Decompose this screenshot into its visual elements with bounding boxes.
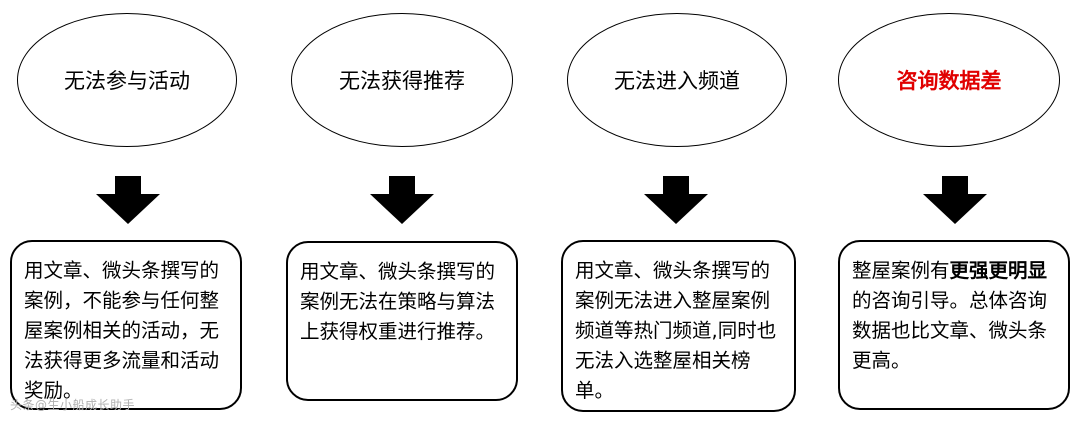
down-arrow-icon	[370, 176, 434, 224]
ellipse-1-label: 无法参与活动	[64, 69, 190, 93]
ellipse-2-label: 无法获得推荐	[339, 69, 465, 93]
down-arrow-icon	[644, 176, 708, 224]
ellipse-3: 无法进入频道	[567, 13, 787, 147]
watermark: 头条@生小船成长助手	[10, 398, 136, 412]
down-arrow-icon	[923, 176, 987, 224]
ellipse-3-label: 无法进入频道	[614, 69, 740, 93]
text-box-2: 用文章、微头条撰写的案例无法在策略与算法上获得权重进行推荐。	[286, 241, 518, 401]
box-4-text-part2: 的咨询引导。总体咨询数据也比文章、微头条更高。	[852, 289, 1048, 372]
box-2-text: 用文章、微头条撰写的案例无法在策略与算法上获得权重进行推荐。	[300, 260, 496, 343]
box-4-text-bold: 更强更明显	[949, 259, 1048, 282]
ellipse-2: 无法获得推荐	[291, 13, 513, 147]
text-box-3: 用文章、微头条撰写的案例无法进入整屋案例频道等热门频道,同时也无法入选整屋相关榜…	[561, 240, 796, 412]
box-1-text: 用文章、微头条撰写的案例，不能参与任何整屋案例相关的活动，无法获得更多流量和活动…	[24, 259, 220, 402]
ellipse-4: 咨询数据差	[838, 13, 1060, 147]
down-arrow-icon	[96, 176, 160, 224]
text-box-4: 整屋案例有更强更明显的咨询引导。总体咨询数据也比文章、微头条更高。	[838, 240, 1070, 410]
box-4-text-part1: 整屋案例有	[852, 259, 950, 282]
box-3-text: 用文章、微头条撰写的案例无法进入整屋案例频道等热门频道,同时也无法入选整屋相关榜…	[575, 259, 777, 402]
ellipse-1: 无法参与活动	[17, 13, 237, 147]
text-box-1: 用文章、微头条撰写的案例，不能参与任何整屋案例相关的活动，无法获得更多流量和活动…	[10, 240, 242, 410]
ellipse-4-label: 咨询数据差	[896, 69, 1002, 93]
